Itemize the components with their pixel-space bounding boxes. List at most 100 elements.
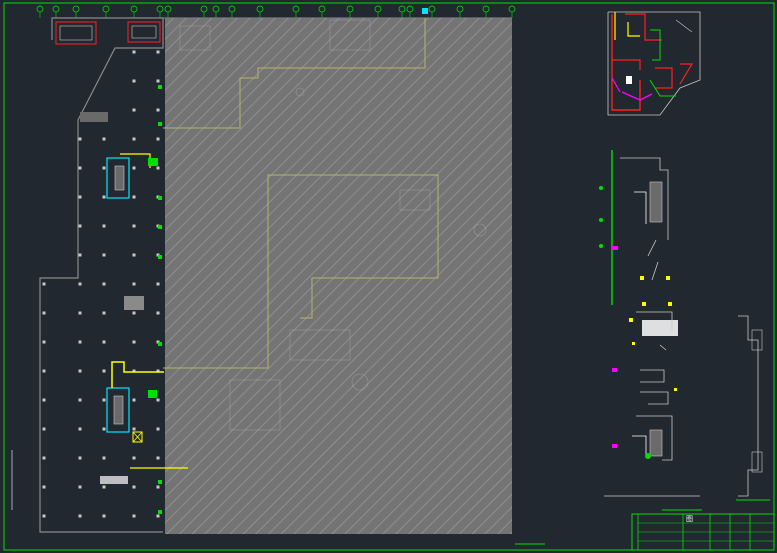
axis-bubble bbox=[346, 5, 354, 13]
axis-bubble bbox=[318, 5, 326, 13]
column bbox=[78, 485, 82, 489]
column bbox=[132, 282, 136, 286]
column bbox=[132, 398, 136, 402]
column bbox=[132, 166, 136, 170]
column bbox=[78, 398, 82, 402]
column bbox=[42, 398, 46, 402]
column bbox=[102, 485, 106, 489]
column bbox=[78, 224, 82, 228]
column bbox=[156, 369, 160, 373]
column bbox=[102, 195, 106, 199]
column bbox=[132, 50, 136, 54]
stair-core-lower[interactable] bbox=[106, 361, 188, 469]
column bbox=[42, 340, 46, 344]
detail-section-2[interactable] bbox=[604, 311, 770, 511]
title-block[interactable]: 图 bbox=[631, 513, 775, 551]
column bbox=[42, 514, 46, 518]
axis-bubble bbox=[156, 5, 164, 13]
column bbox=[132, 485, 136, 489]
column bbox=[156, 108, 160, 112]
stair-core-upper[interactable] bbox=[106, 153, 158, 199]
column bbox=[78, 195, 82, 199]
title-block-label: 图 bbox=[686, 515, 693, 523]
column bbox=[132, 427, 136, 431]
column bbox=[132, 456, 136, 460]
drawing-frame bbox=[3, 2, 775, 551]
column bbox=[102, 253, 106, 257]
column bbox=[156, 456, 160, 460]
axis-bubble bbox=[36, 5, 44, 13]
column bbox=[132, 253, 136, 257]
column bbox=[78, 514, 82, 518]
column bbox=[78, 456, 82, 460]
column bbox=[102, 398, 106, 402]
main-floor-plan[interactable] bbox=[11, 5, 545, 545]
ramp-element bbox=[80, 112, 108, 122]
axis-marker-cyan bbox=[422, 8, 428, 14]
axis-bubble bbox=[406, 5, 414, 13]
column bbox=[102, 340, 106, 344]
column bbox=[132, 137, 136, 141]
column bbox=[132, 311, 136, 315]
column bbox=[156, 79, 160, 83]
axis-bubble bbox=[72, 5, 80, 13]
building-outline bbox=[39, 17, 164, 533]
axis-bubble bbox=[398, 5, 406, 13]
axis-bubble bbox=[200, 5, 208, 13]
column bbox=[156, 427, 160, 431]
column bbox=[132, 340, 136, 344]
column bbox=[42, 485, 46, 489]
column bbox=[102, 456, 106, 460]
key-plan[interactable] bbox=[607, 11, 701, 116]
column bbox=[102, 224, 106, 228]
column bbox=[102, 137, 106, 141]
column bbox=[78, 340, 82, 344]
sprinkler-markers bbox=[158, 85, 162, 514]
column bbox=[132, 108, 136, 112]
column bbox=[156, 137, 160, 141]
column bbox=[102, 514, 106, 518]
axis-bubble bbox=[102, 5, 110, 13]
column bbox=[156, 50, 160, 54]
axis-bubble bbox=[482, 5, 490, 13]
column bbox=[78, 311, 82, 315]
axis-bubble bbox=[52, 5, 60, 13]
column bbox=[78, 282, 82, 286]
column bbox=[156, 485, 160, 489]
fire-compartment-boundary-2 bbox=[163, 174, 439, 369]
axis-bubble bbox=[256, 5, 264, 13]
equipment-block bbox=[124, 296, 144, 310]
equipment-top-left[interactable] bbox=[55, 21, 161, 45]
column bbox=[102, 166, 106, 170]
column bbox=[102, 369, 106, 373]
column bbox=[156, 398, 160, 402]
detail-section-1[interactable] bbox=[599, 150, 672, 322]
axis-bubble bbox=[374, 5, 382, 13]
column bbox=[156, 311, 160, 315]
fire-compartment-boundary bbox=[163, 18, 426, 129]
column bbox=[132, 369, 136, 373]
column bbox=[132, 224, 136, 228]
column bbox=[132, 79, 136, 83]
equipment-block-2 bbox=[100, 476, 128, 484]
axis-bubble bbox=[228, 5, 236, 13]
column bbox=[78, 253, 82, 257]
axis-bubble bbox=[508, 5, 516, 13]
column bbox=[42, 427, 46, 431]
column bbox=[78, 166, 82, 170]
axis-bubble bbox=[456, 5, 464, 13]
column bbox=[42, 311, 46, 315]
column bbox=[132, 514, 136, 518]
column bbox=[42, 369, 46, 373]
column bbox=[42, 282, 46, 286]
column bbox=[78, 369, 82, 373]
axis-bubble bbox=[428, 5, 436, 13]
interior-details bbox=[179, 19, 487, 431]
axis-grid-top bbox=[36, 5, 516, 18]
column bbox=[78, 427, 82, 431]
axis-bubble bbox=[212, 5, 220, 13]
column bbox=[156, 514, 160, 518]
hatched-zone bbox=[165, 18, 512, 534]
axis-bubble bbox=[292, 5, 300, 13]
